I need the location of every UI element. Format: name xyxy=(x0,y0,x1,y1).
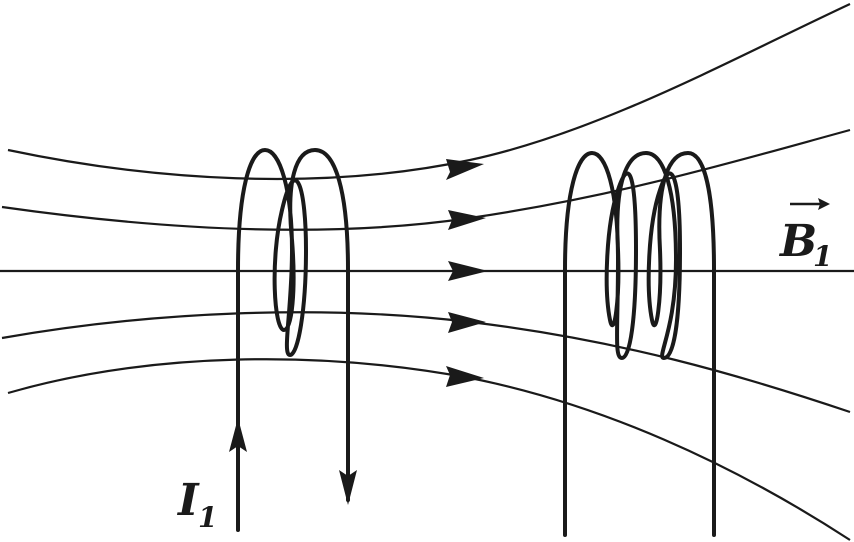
field-vector-arrow-icon xyxy=(818,198,830,210)
field-line-upper xyxy=(1,128,851,231)
field-line-lower xyxy=(1,311,851,414)
field-symbol: B xyxy=(778,216,817,267)
current-arrow-up xyxy=(229,418,247,452)
field-arrows xyxy=(446,159,488,387)
field-arrow-upper xyxy=(448,210,486,230)
current-label: I 1 xyxy=(176,475,217,534)
field-arrow-lower xyxy=(448,312,486,333)
current-arrow-down xyxy=(339,470,357,505)
field-label: B 1 xyxy=(778,198,832,273)
field-line-top xyxy=(7,3,851,181)
right-coil xyxy=(563,151,716,537)
field-line-bottom xyxy=(7,358,851,541)
left-coil-wire xyxy=(236,148,350,532)
current-symbol: I xyxy=(176,475,200,526)
field-lines xyxy=(0,3,854,541)
field-arrow-axis xyxy=(448,261,488,281)
current-subscript: 1 xyxy=(198,501,217,534)
field-arrow-top xyxy=(446,159,484,180)
field-subscript: 1 xyxy=(813,240,832,273)
right-coil-wire xyxy=(563,151,716,537)
field-arrow-bottom xyxy=(446,366,484,387)
left-coil xyxy=(229,148,357,532)
